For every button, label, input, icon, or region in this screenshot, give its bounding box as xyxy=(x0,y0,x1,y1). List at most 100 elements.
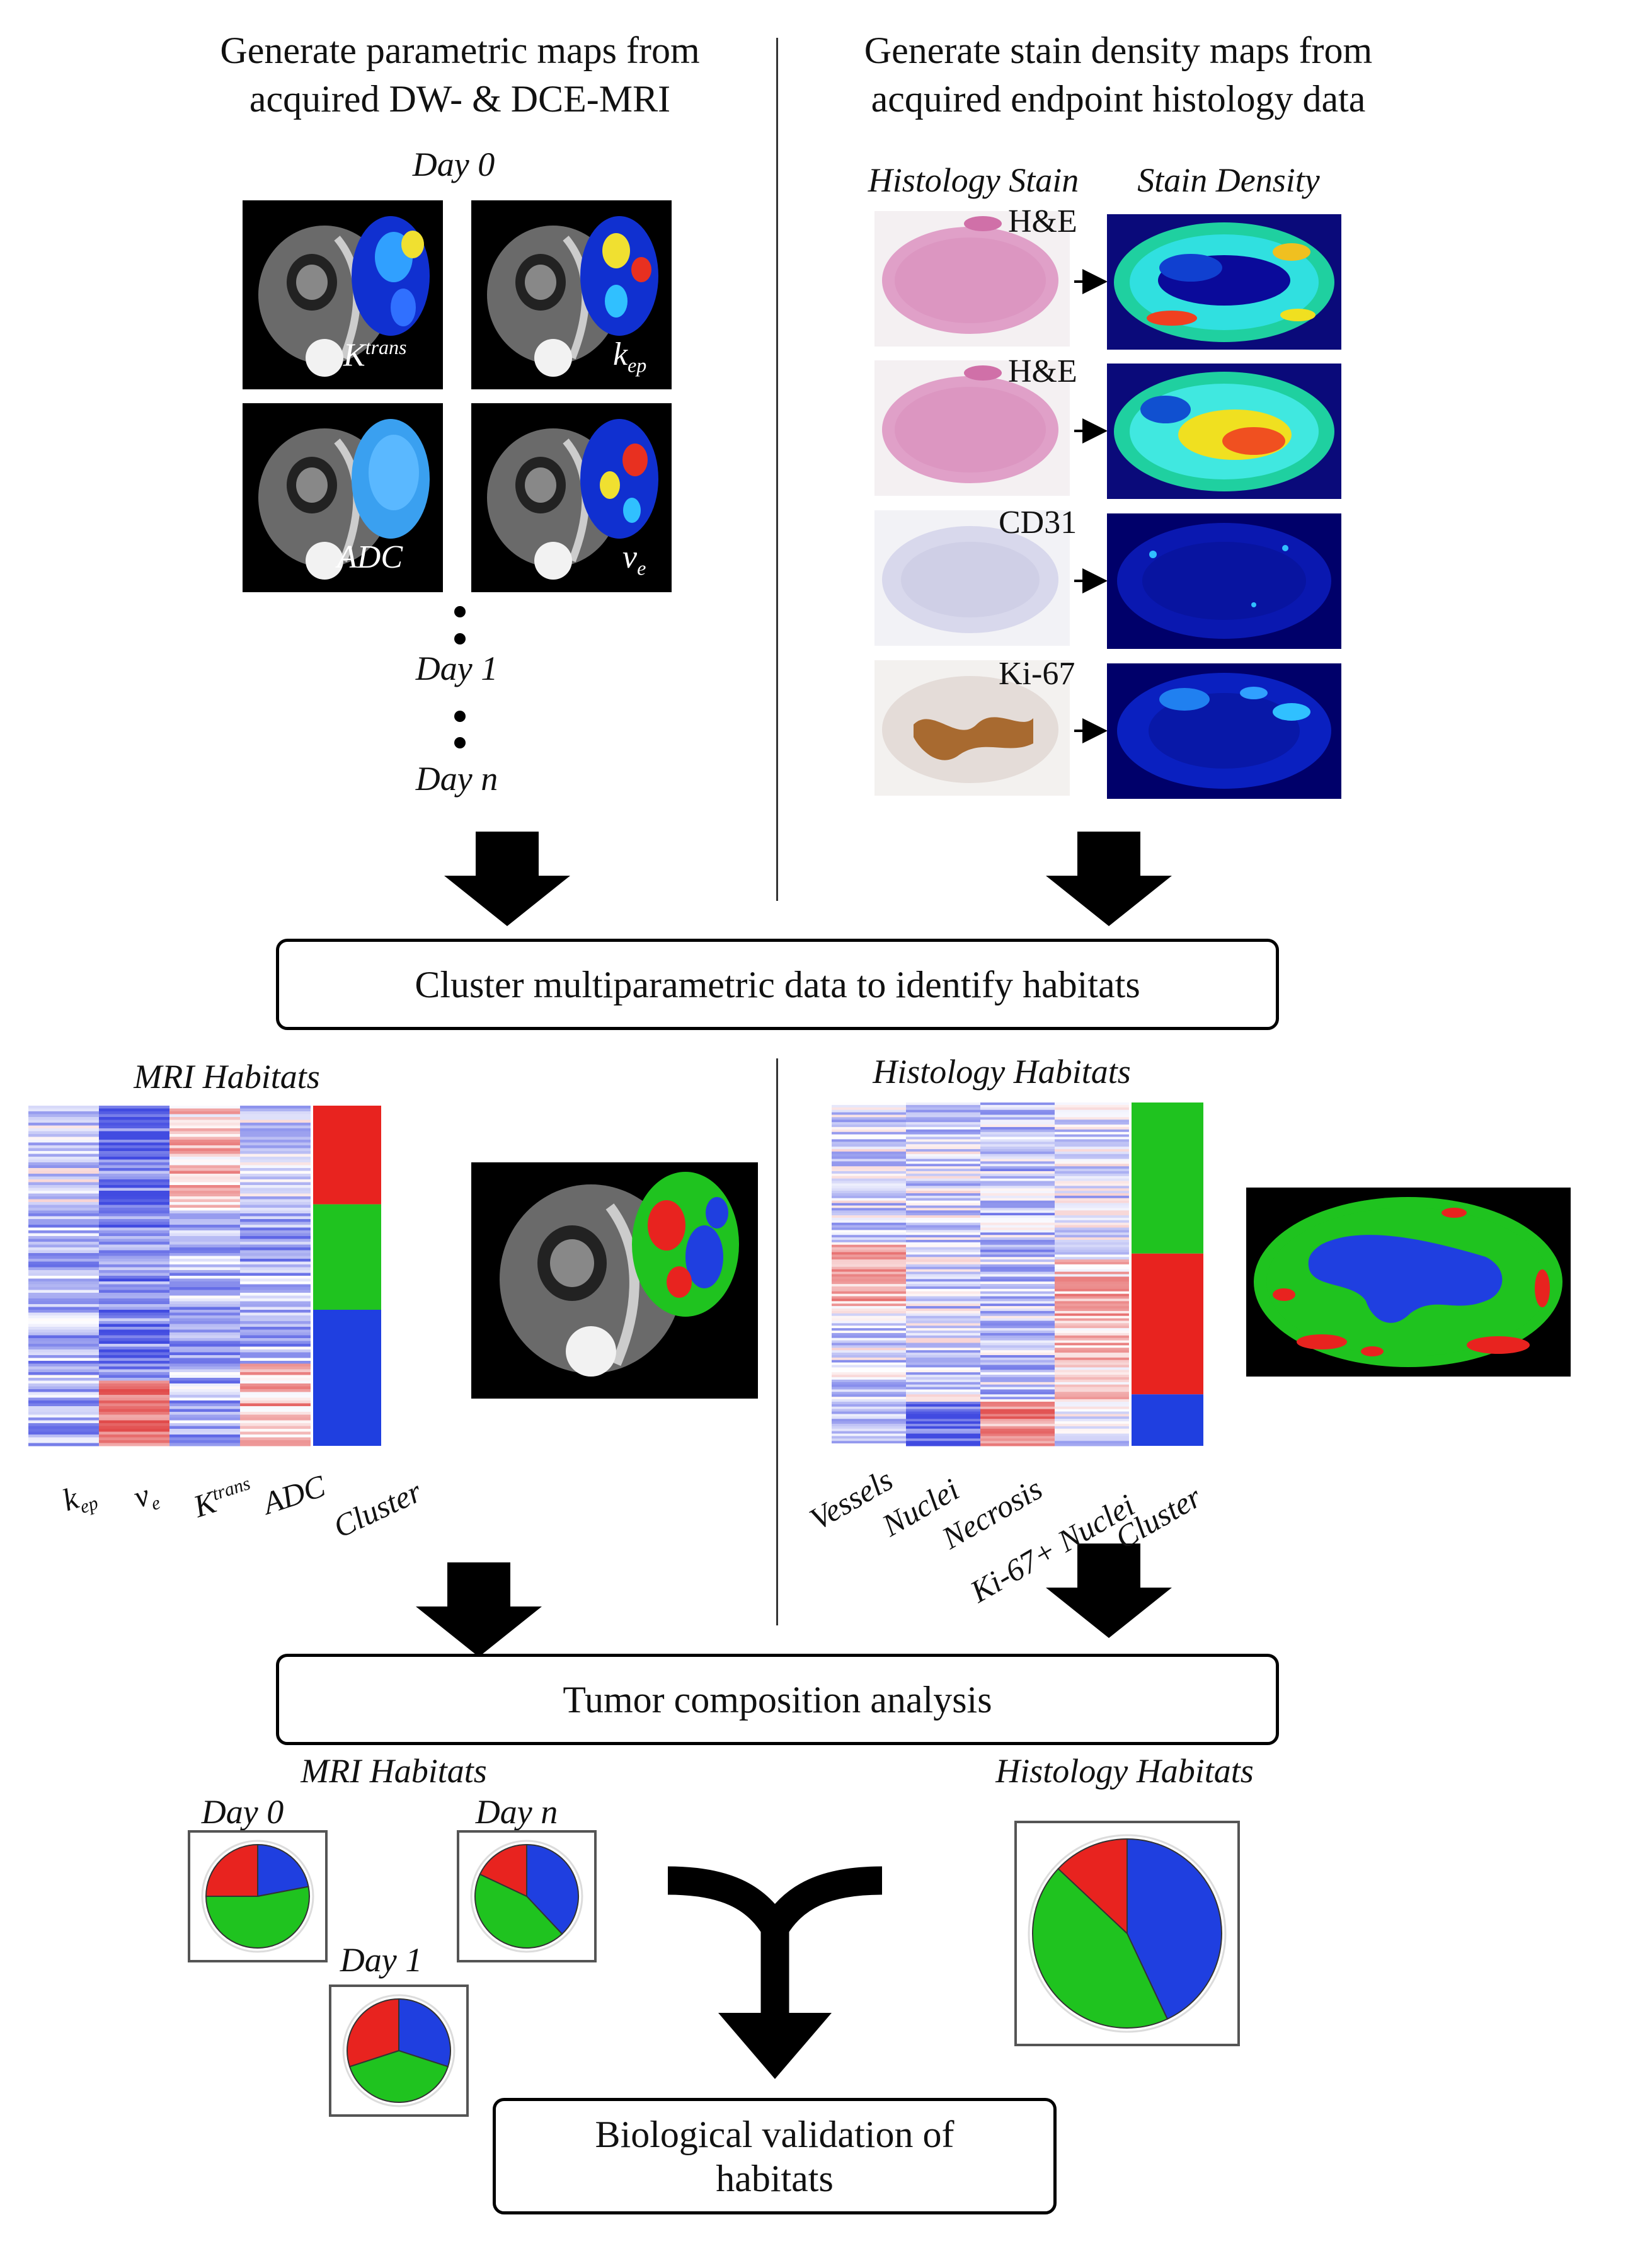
heatmap-cell xyxy=(240,1355,311,1358)
heatmap-cell xyxy=(980,1247,1055,1251)
heatmap-cell xyxy=(1055,1443,1129,1446)
heatmap-cell xyxy=(832,1288,906,1292)
heatmap-cell xyxy=(169,1293,240,1296)
heatmap-cell xyxy=(240,1426,311,1429)
heatmap-cell xyxy=(832,1131,906,1135)
heatmap-cell xyxy=(906,1120,980,1123)
heatmap-cell xyxy=(832,1274,906,1277)
heatmap-cell xyxy=(1055,1421,1129,1424)
heatmap-cell xyxy=(28,1242,99,1245)
heatmap-cell xyxy=(28,1247,99,1251)
heatmap-cell xyxy=(906,1416,980,1419)
heatmap-cell xyxy=(28,1386,99,1390)
heatmap-cell xyxy=(832,1431,906,1435)
heatmap-cell xyxy=(28,1363,99,1367)
heatmap-cell xyxy=(169,1244,240,1248)
heatmap-cell xyxy=(169,1295,240,1299)
heatmap-cell xyxy=(240,1397,311,1401)
heatmap-cell xyxy=(169,1176,240,1180)
heatmap-cell xyxy=(169,1383,240,1387)
heatmap-cell xyxy=(169,1329,240,1333)
heatmap-cell xyxy=(169,1259,240,1262)
heatmap-cell xyxy=(240,1338,311,1341)
heatmap-cell xyxy=(980,1186,1055,1189)
heatmap-cell xyxy=(99,1219,169,1222)
heatmap-cell xyxy=(28,1383,99,1387)
validation-step-box: Biological validation of habitats xyxy=(493,2098,1057,2214)
heatmap-cell xyxy=(99,1276,169,1279)
heatmap-cell xyxy=(169,1406,240,1409)
arrow-down-icon xyxy=(718,2013,832,2079)
pie-slice-red xyxy=(205,1843,258,1897)
heatmap-cell xyxy=(980,1367,1055,1370)
heatmap-cell xyxy=(980,1244,1055,1248)
heatmap-cell xyxy=(99,1179,169,1183)
heatmap-cell xyxy=(906,1144,980,1147)
heatmap-cell xyxy=(906,1394,980,1397)
heatmap-cell xyxy=(28,1168,99,1171)
heatmap-cell xyxy=(980,1181,1055,1184)
heatmap-cell xyxy=(906,1353,980,1356)
heatmap-cell xyxy=(28,1239,99,1242)
heatmap-cell xyxy=(240,1165,311,1169)
heatmap-cell xyxy=(99,1281,169,1285)
mri-habitat-map xyxy=(471,1162,758,1399)
heatmap-cell xyxy=(1055,1137,1129,1140)
middle-divider xyxy=(776,1058,778,1625)
heatmap-cell xyxy=(1055,1384,1129,1388)
heatmap-cell xyxy=(906,1354,980,1358)
heatmap-cell xyxy=(169,1352,240,1356)
heatmap-cell xyxy=(832,1188,906,1191)
heatmap-cell xyxy=(240,1352,311,1356)
heatmap-cell xyxy=(1055,1249,1129,1252)
heatmap-cell xyxy=(980,1419,1055,1422)
heatmap-cell xyxy=(169,1239,240,1242)
heatmap-cell xyxy=(906,1208,980,1211)
heatmap-cell xyxy=(99,1134,169,1137)
heatmap-cell xyxy=(99,1216,169,1220)
heatmap-cell xyxy=(169,1318,240,1322)
heatmap-cell xyxy=(980,1279,1055,1282)
heatmap-cell xyxy=(980,1411,1055,1414)
heatmap-cell xyxy=(99,1435,169,1438)
heatmap-cell xyxy=(906,1254,980,1257)
heatmap-cell xyxy=(906,1142,980,1145)
heatmap-cell xyxy=(99,1290,169,1293)
heatmap-cell xyxy=(28,1420,99,1424)
heatmap-cell xyxy=(28,1140,99,1143)
heatmap-cell xyxy=(980,1134,1055,1137)
heatmap-cell xyxy=(1055,1367,1129,1370)
heatmap-cell xyxy=(1055,1370,1129,1373)
heatmap-cell xyxy=(169,1117,240,1120)
heatmap-cell xyxy=(906,1360,980,1363)
heatmap-cell xyxy=(99,1378,169,1381)
heatmap-cell xyxy=(832,1107,906,1111)
heatmap-cell xyxy=(99,1145,169,1148)
heatmap-cell xyxy=(832,1433,906,1436)
heatmap-cell xyxy=(832,1377,906,1380)
heatmap-cell xyxy=(980,1188,1055,1191)
heatmap-cell xyxy=(99,1375,169,1378)
heatmap-cell xyxy=(99,1372,169,1375)
heatmap-cell xyxy=(980,1348,1055,1351)
heatmap-cell xyxy=(99,1293,169,1296)
heatmap-cell xyxy=(99,1318,169,1322)
heatmap-cell xyxy=(1055,1117,1129,1120)
heatmap-cell xyxy=(832,1436,906,1439)
heatmap-cell xyxy=(832,1423,906,1427)
heatmap-cell xyxy=(832,1394,906,1397)
heatmap-cell xyxy=(99,1250,169,1254)
heatmap-cell xyxy=(99,1142,169,1146)
heatmap-cell xyxy=(240,1208,311,1211)
heatmap-cell xyxy=(1055,1414,1129,1417)
heatmap-cell xyxy=(99,1267,169,1271)
heatmap-cell xyxy=(169,1324,240,1327)
heatmap-cell xyxy=(169,1301,240,1305)
pie-slice-red xyxy=(479,1843,527,1898)
heatmap-cell xyxy=(28,1159,99,1163)
heatmap-cell xyxy=(832,1426,906,1429)
heatmap-cell xyxy=(980,1154,1055,1157)
heatmap-cell xyxy=(169,1332,240,1336)
heatmap-cell xyxy=(1055,1426,1129,1429)
